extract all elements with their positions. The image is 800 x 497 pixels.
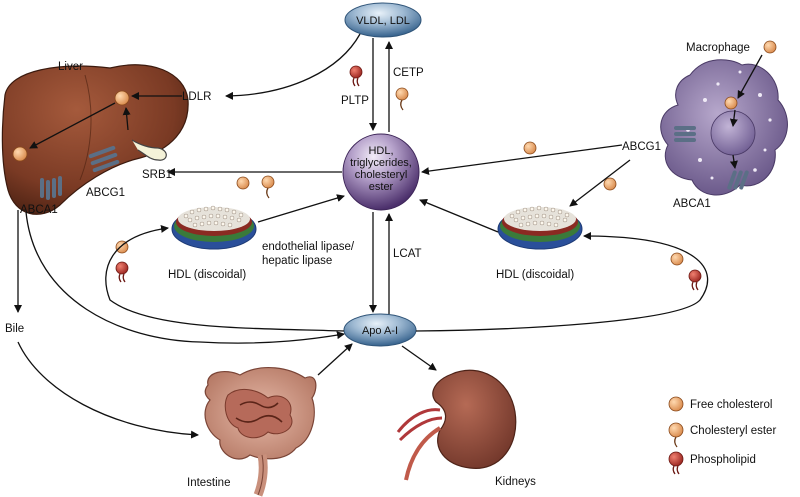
abcg1-macrophage-transporter-icon (674, 126, 696, 142)
srb1-receptor-icon (131, 139, 167, 161)
free-cholesterol-floating-icon (523, 141, 617, 191)
abca1-liver-label: ABCA1 (20, 204, 58, 216)
hdl-discoidal-right-dots (509, 205, 570, 228)
hdl-center-node: HDL, triglycerides, cholesteryl ester (342, 133, 420, 211)
svg-text:Apo A-I: Apo A-I (362, 325, 398, 337)
legend-cholesteryl-ester-label: Cholesteryl ester (690, 425, 776, 437)
intestine-label: Intestine (187, 477, 230, 489)
vldl-ldl-node: VLDL, LDL (344, 2, 422, 38)
svg-text:VLDL, LDL: VLDL, LDL (356, 15, 410, 27)
pltp-label: PLTP (341, 95, 369, 107)
hdl-discoidal-left-dots (183, 205, 244, 228)
legend-phospholipid-label: Phospholipid (690, 454, 756, 466)
svg-text:triglycerides,: triglycerides, (350, 157, 412, 169)
hdl-discoidal-left-particle (171, 207, 257, 250)
abca1-macrophage-label: ABCA1 (673, 198, 711, 210)
abca1-liver-transporter-icon (40, 176, 62, 200)
intestine-organ (204, 367, 317, 497)
legend: Free cholesterol Cholesteryl ester Phosp… (668, 396, 776, 475)
srb1-label: SRB1 (142, 169, 172, 181)
hdl-discoidal-right-label: HDL (discoidal) (496, 269, 574, 281)
hdl-to-liver-cholesterol-icon (236, 175, 275, 199)
macrophage-cell (660, 59, 788, 196)
kidneys-label: Kidneys (495, 476, 536, 488)
phospholipid-icon (668, 451, 684, 475)
left-loop-cholesterol-icon (115, 240, 129, 283)
cholesteryl-ester-icon (668, 422, 684, 448)
svg-text:cholesteryl: cholesteryl (355, 169, 408, 181)
macrophage-label: Macrophage (686, 42, 750, 54)
pltp-phospholipid-icon (349, 65, 363, 87)
abcg1-liver-transporter-icon (88, 145, 120, 173)
abcg1-liver-label: ABCG1 (86, 187, 125, 199)
endothelial-lipase-label: endothelial lipase/ (262, 241, 355, 253)
abca1-macrophage-transporter-icon (727, 170, 749, 190)
kidney-organ (396, 369, 517, 481)
lcat-label: LCAT (393, 248, 422, 260)
free-cholesterol-icon (668, 396, 684, 412)
ldlr-label: LDLR (182, 91, 211, 103)
abcg1-macrophage-label: ABCG1 (622, 141, 661, 153)
bile-label: Bile (5, 323, 24, 335)
flow-arrows (14, 33, 763, 439)
cetp-label: CETP (393, 67, 424, 79)
hepatic-lipase-label: hepatic lipase (262, 255, 332, 267)
right-loop-cholesterol-icon (670, 252, 702, 291)
macrophage-cholesterol-icon (724, 40, 777, 110)
liver-label: Liver (58, 61, 83, 73)
svg-text:HDL,: HDL, (368, 145, 393, 157)
cetp-cholesteryl-ester-icon (395, 87, 409, 111)
legend-free-cholesterol-label: Free cholesterol (690, 399, 772, 411)
hdl-discoidal-right-particle (497, 207, 583, 250)
apoa1-node: Apo A-I (343, 313, 417, 347)
liver-cholesterol-icon (12, 90, 130, 162)
svg-text:ester: ester (369, 181, 394, 193)
hdl-discoidal-left-label: HDL (discoidal) (168, 269, 246, 281)
